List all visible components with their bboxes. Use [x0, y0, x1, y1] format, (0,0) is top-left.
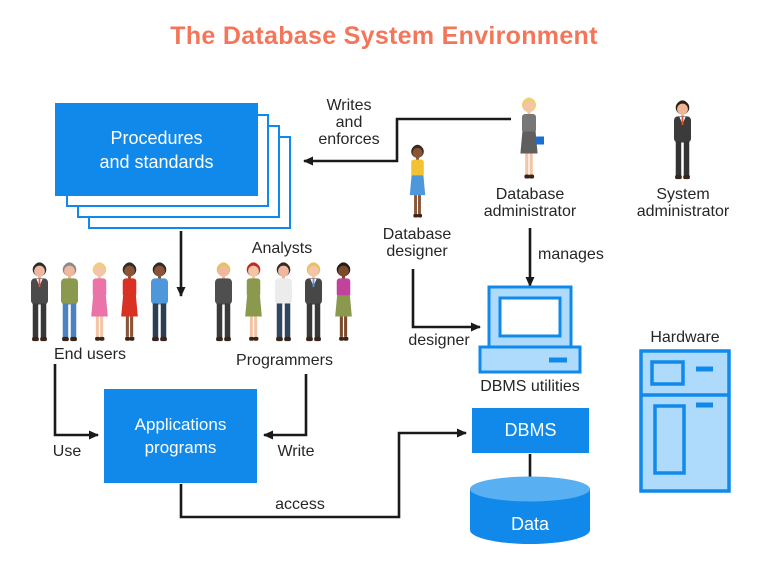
end-users-label: End users	[53, 346, 127, 363]
arrow-designer	[411, 269, 481, 332]
person-figure	[60, 262, 79, 342]
applications-programs-node: Applications programs	[104, 389, 257, 483]
procedures-standards-label: Procedures and standards	[55, 103, 258, 196]
person-figure	[274, 262, 293, 342]
programmers-label: Programmers	[236, 352, 333, 369]
database-administrator-figure	[514, 95, 545, 189]
procedures-standards-node: Procedures and standards	[55, 103, 292, 230]
database-designer-label: Database designer	[382, 226, 452, 260]
data-label: Data	[510, 514, 550, 534]
data-cylinder	[468, 476, 592, 556]
person-figure	[409, 144, 426, 218]
manages-label: manages	[538, 246, 604, 263]
person-figure	[30, 262, 49, 342]
person-figure	[121, 262, 138, 341]
writes-enforces-label: Writes and enforces	[318, 97, 380, 148]
person-figure	[214, 262, 233, 342]
access-label: access	[275, 496, 325, 513]
designer-label: designer	[408, 332, 470, 349]
write-label: Write	[277, 443, 315, 460]
arrow-use	[53, 364, 99, 440]
dbms-node: DBMS	[472, 408, 589, 453]
database-cylinder-icon	[470, 476, 590, 544]
person-figure	[335, 262, 352, 341]
person-figure	[673, 100, 692, 180]
computer-icon	[478, 285, 582, 374]
analysts-programmers-group	[209, 260, 358, 346]
person-figure	[520, 97, 545, 179]
use-label: Use	[52, 443, 82, 460]
person-figure	[150, 262, 169, 342]
database-designer-figure	[404, 143, 431, 227]
hardware-label: Hardware	[650, 329, 720, 346]
analysts-label: Analysts	[251, 240, 313, 257]
end-users-group	[25, 260, 174, 346]
person-figure	[245, 262, 262, 341]
person-figure	[91, 262, 108, 341]
system-administrator-label: System administrator	[636, 186, 730, 220]
diagram-title: The Database System Environment	[170, 22, 598, 50]
system-administrator-figure	[668, 98, 697, 189]
dbms-utilities-label: DBMS utilities	[480, 378, 580, 395]
arrow-write	[263, 374, 308, 440]
database-administrator-label: Database administrator	[483, 186, 577, 220]
server-cabinet-icon	[639, 349, 731, 493]
person-figure	[304, 262, 323, 342]
